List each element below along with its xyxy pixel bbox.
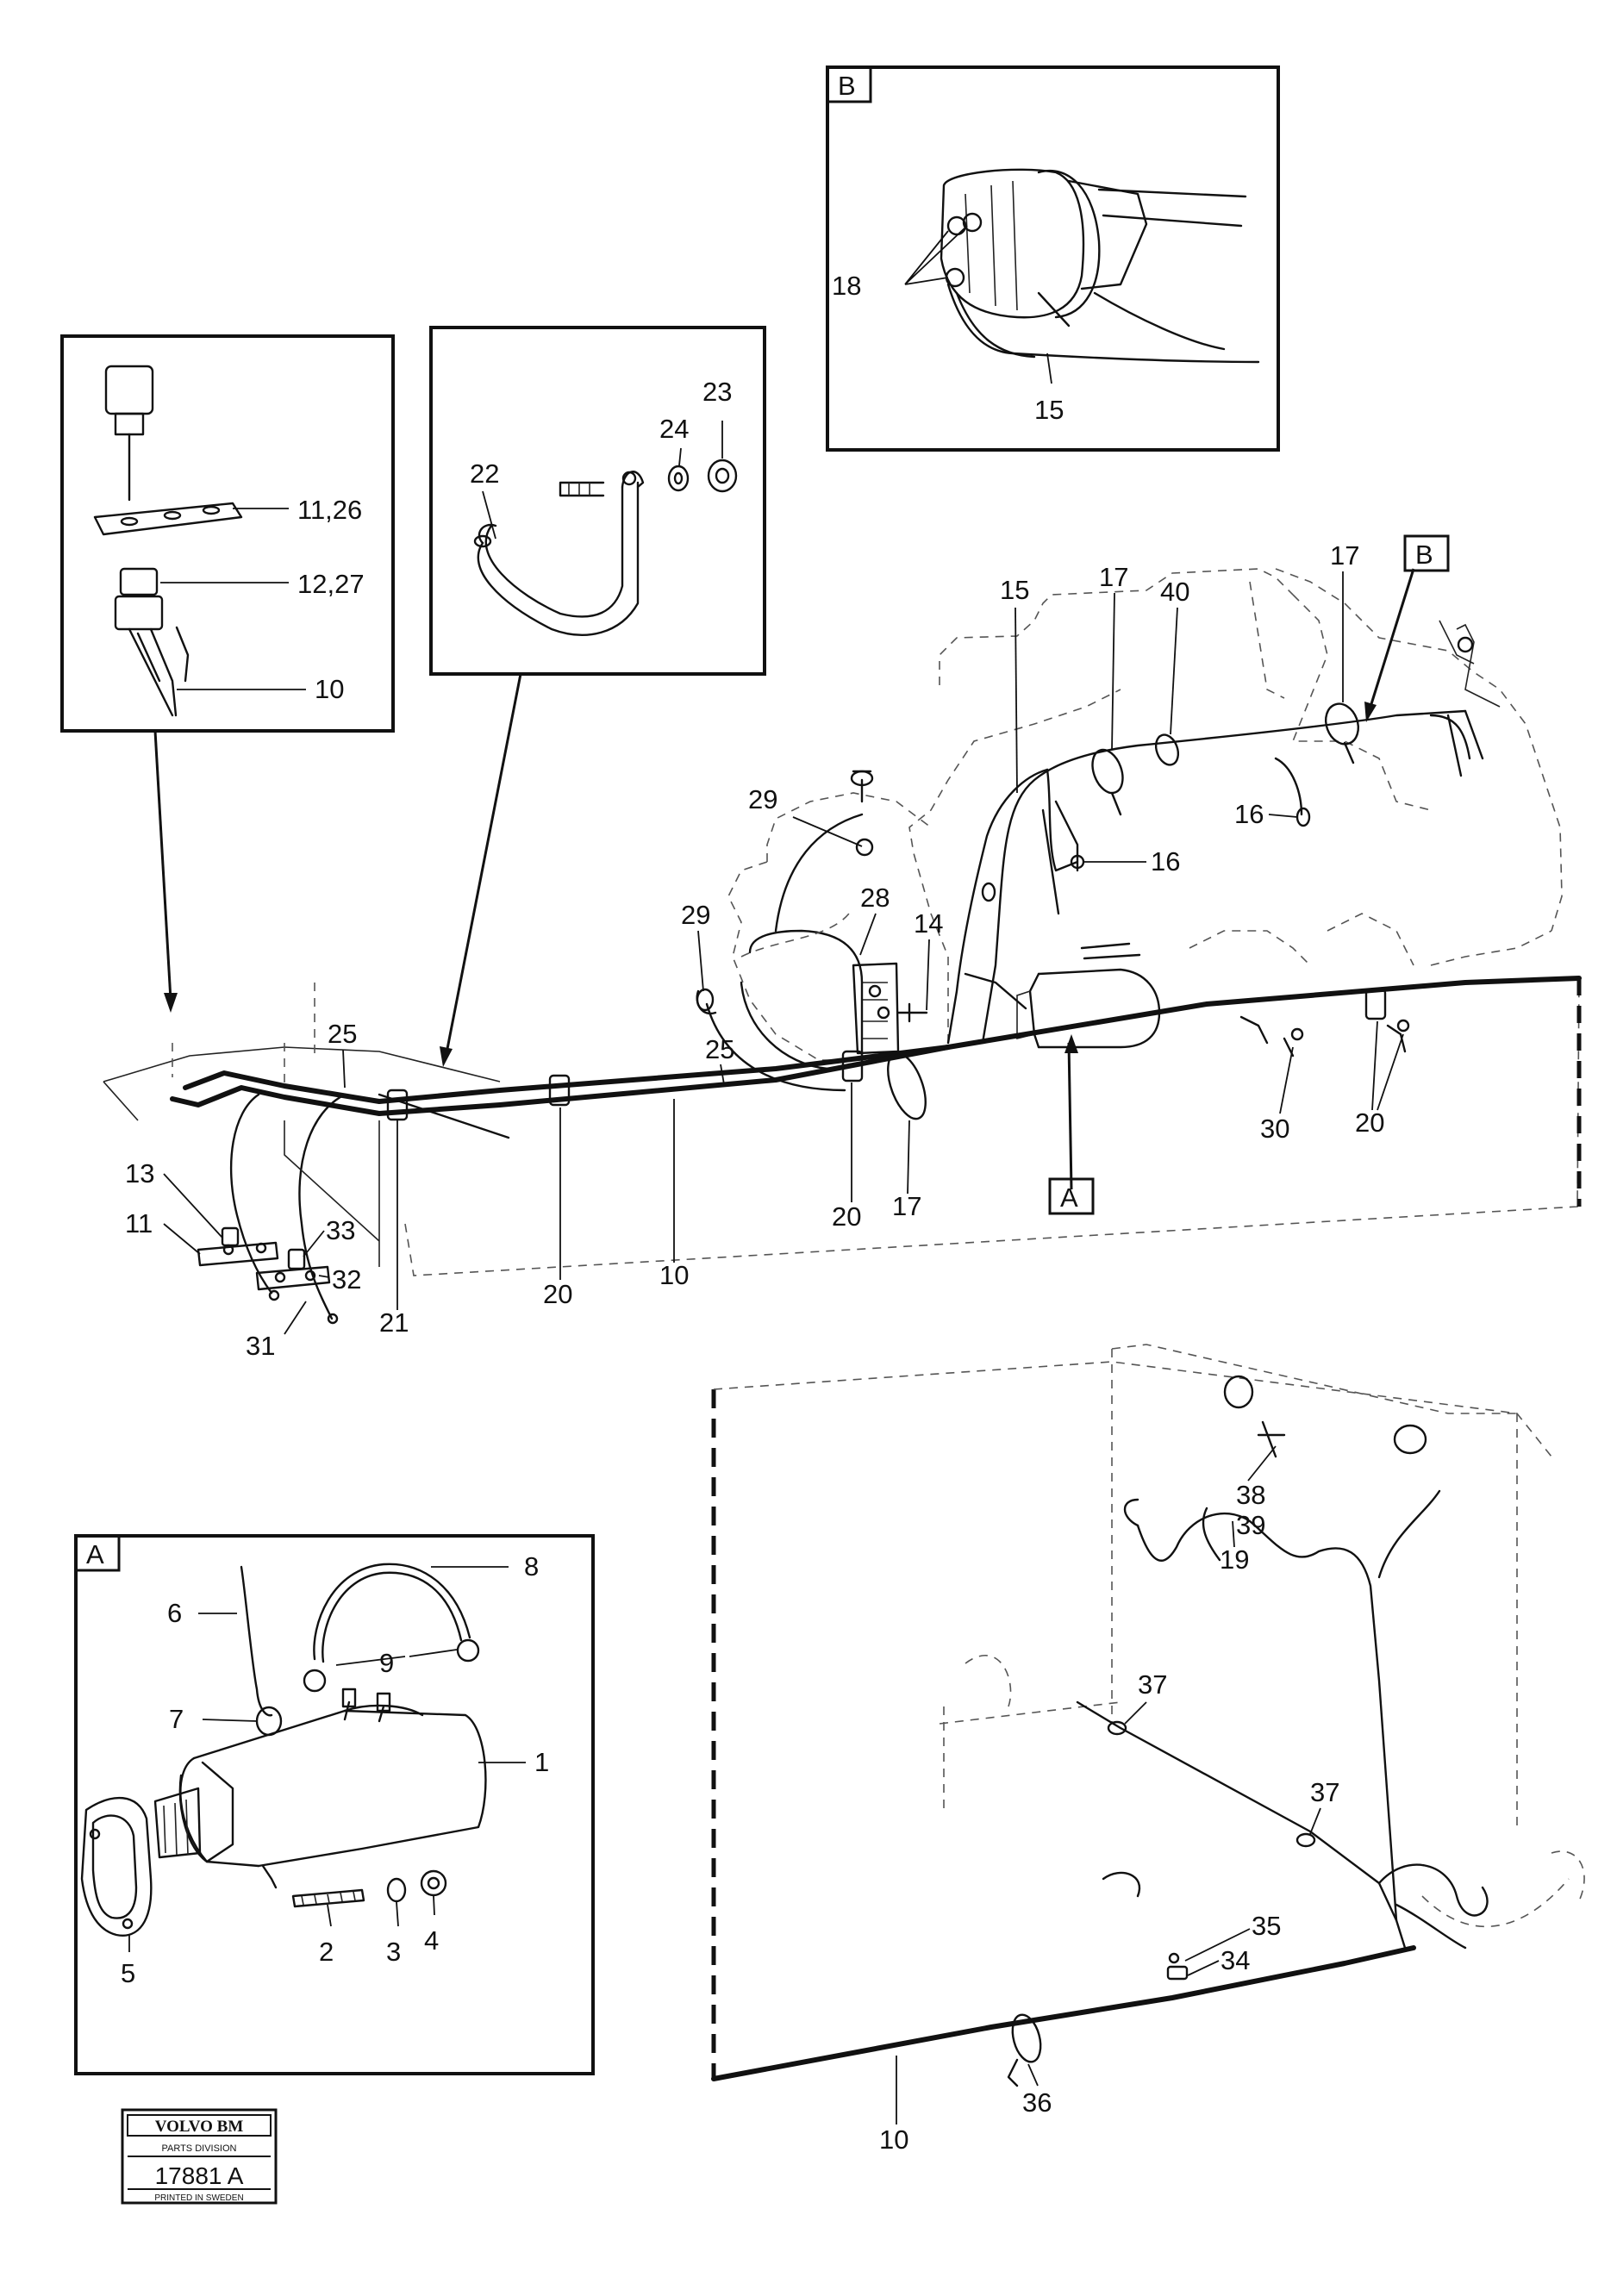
callout-22: 22 xyxy=(470,459,499,489)
detail-tag-b-top: B xyxy=(838,71,856,101)
callout-20-a: 20 xyxy=(543,1279,572,1309)
callout-37-left: 37 xyxy=(1138,1669,1167,1700)
detail-tag-a-main: A xyxy=(1060,1182,1078,1213)
callout-8: 8 xyxy=(524,1551,539,1582)
callout-24: 24 xyxy=(659,414,689,444)
callout-15-top: 15 xyxy=(1034,395,1064,425)
callout-36: 36 xyxy=(1022,2087,1052,2118)
callout-19: 19 xyxy=(1220,1544,1249,1575)
detail-tag-b-main: B xyxy=(1415,540,1433,570)
starter-motor-drawing xyxy=(80,1563,487,1937)
callout-28: 28 xyxy=(860,883,890,913)
callout-35: 35 xyxy=(1252,1911,1281,1941)
callout-13: 13 xyxy=(125,1158,154,1189)
callout-11-26: 11,26 xyxy=(297,495,362,525)
sender-drawing xyxy=(93,365,243,717)
main-harness xyxy=(103,976,1582,1325)
callout-11: 11 xyxy=(125,1208,153,1238)
callout-10-main: 10 xyxy=(659,1260,689,1290)
main-callouts: 25 25 13 11 33 32 31 21 20 10 20 17 30 2… xyxy=(125,540,1404,1361)
callout-2: 2 xyxy=(319,1937,334,1967)
callout-30: 30 xyxy=(1260,1114,1289,1144)
callout-17-left: 17 xyxy=(1099,562,1128,592)
callout-31: 31 xyxy=(246,1331,275,1361)
callout-12-27: 12,27 xyxy=(297,569,365,599)
stamp-number: 17881 A xyxy=(155,2162,244,2189)
callout-6: 6 xyxy=(167,1598,182,1628)
engine-outline xyxy=(727,568,1563,1061)
callout-17-right: 17 xyxy=(1330,540,1359,571)
callout-39: 39 xyxy=(1236,1510,1265,1540)
callout-25-mid: 25 xyxy=(705,1034,734,1064)
callout-23: 23 xyxy=(702,377,732,407)
callout-38: 38 xyxy=(1236,1480,1265,1510)
callout-1: 1 xyxy=(534,1747,549,1777)
callout-20-c: 20 xyxy=(1355,1107,1384,1138)
rear-frame xyxy=(711,1344,1585,2087)
callout-14: 14 xyxy=(914,908,943,939)
callout-16-right: 16 xyxy=(1234,799,1264,829)
callout-4: 4 xyxy=(424,1925,439,1956)
callout-29-top: 29 xyxy=(748,784,777,814)
callout-32: 32 xyxy=(332,1264,361,1295)
rear-callouts: 38 39 19 37 37 35 34 36 10 xyxy=(879,1445,1339,2155)
callout-25-left: 25 xyxy=(328,1019,357,1049)
callout-18: 18 xyxy=(832,271,861,301)
callout-16-center: 16 xyxy=(1151,846,1180,877)
callout-3: 3 xyxy=(386,1937,401,1967)
detail-box-b: B 18 15 xyxy=(826,66,1280,452)
detail-box-sender: 11,26 12,27 10 xyxy=(60,334,395,733)
callout-10-rear: 10 xyxy=(879,2124,908,2155)
strap-drawing xyxy=(473,459,738,636)
detail-box-a: A xyxy=(74,1534,595,2075)
callout-15-main: 15 xyxy=(1000,575,1029,605)
callout-10-sender: 10 xyxy=(315,674,344,704)
callout-21: 21 xyxy=(379,1307,409,1338)
detail-box-strap: 22 24 23 xyxy=(429,326,766,676)
callout-9: 9 xyxy=(379,1648,394,1678)
stamp-brand: VOLVO BM xyxy=(155,2118,244,2136)
callout-34: 34 xyxy=(1221,1945,1250,1975)
stamp-printed: PRINTED IN SWEDEN xyxy=(154,2193,243,2203)
callout-33: 33 xyxy=(326,1215,355,1245)
volvo-bm-stamp: VOLVO BM PARTS DIVISION 17881 A PRINTED … xyxy=(121,2108,278,2205)
callout-40: 40 xyxy=(1160,577,1189,607)
engine-starter xyxy=(964,942,1161,1049)
callout-37-right: 37 xyxy=(1310,1777,1339,1807)
alternator-drawing xyxy=(940,168,1260,364)
callout-29-left: 29 xyxy=(681,900,710,930)
callout-5: 5 xyxy=(121,1958,135,1988)
callout-17-frame: 17 xyxy=(892,1191,921,1221)
callout-7: 7 xyxy=(169,1704,184,1734)
stamp-division: PARTS DIVISION xyxy=(161,2143,236,2154)
control-block xyxy=(852,962,928,1055)
detail-tag-a-detail: A xyxy=(86,1539,104,1569)
callout-20-b: 20 xyxy=(832,1201,861,1232)
